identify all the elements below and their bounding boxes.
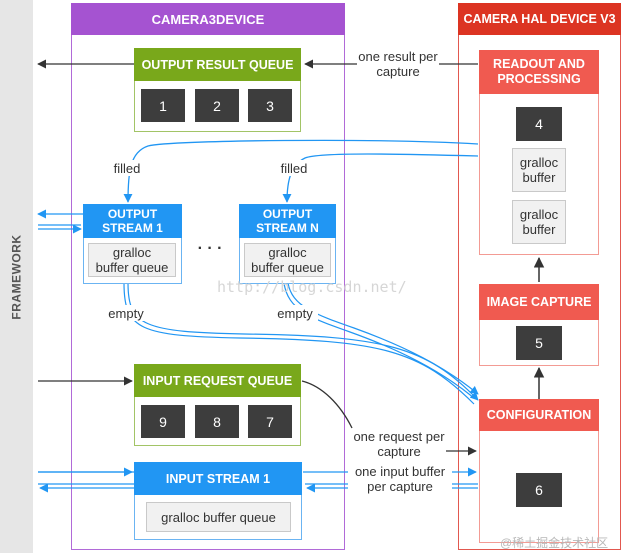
readout-gralloc-buffer-2: gralloc buffer [512, 200, 566, 244]
readout-title-line1: READOUT AND [493, 57, 585, 71]
label-one-request: one request per capture [352, 428, 446, 460]
label-one-result: one result per capture [357, 48, 439, 80]
label-one-input-buffer: one input buffer per capture [348, 463, 452, 495]
input-stream-1-title: INPUT STREAM 1 [134, 462, 302, 495]
watermark-corner: @稀土掘金技术社区 [500, 536, 609, 550]
result-item-1: 1 [141, 89, 185, 122]
capture-item-5: 5 [516, 326, 562, 360]
output-stream-1-title: OUTPUT STREAM 1 [83, 204, 182, 238]
readout-title-line2: PROCESSING [497, 72, 581, 86]
request-item-7: 7 [248, 405, 292, 438]
output-stream-1-buffer-queue: gralloc buffer queue [88, 243, 176, 277]
readout-item-4: 4 [516, 107, 562, 141]
output-stream-n-title-line1: OUTPUT [262, 207, 313, 221]
request-item-8: 8 [195, 405, 239, 438]
image-capture-title: IMAGE CAPTURE [479, 284, 599, 320]
label-empty-stream-n: empty [272, 305, 318, 321]
output-result-queue-title: OUTPUT RESULT QUEUE [134, 48, 301, 81]
arrow-empty-stream-n-a [283, 282, 475, 399]
camera3device-title: CAMERA3DEVICE [71, 3, 345, 35]
output-stream-1-title-line1: OUTPUT [107, 207, 158, 221]
output-stream-n-title: OUTPUT STREAM N [239, 204, 336, 238]
label-filled-stream-n: filled [271, 160, 317, 176]
watermark-url: http://blog.csdn.net/ [217, 278, 407, 296]
hal-title: CAMERA HAL DEVICE V3 [458, 3, 621, 35]
input-stream-1-buffer-queue: gralloc buffer queue [146, 502, 291, 532]
arrow-empty-stream-n-b [287, 282, 479, 395]
readout-gralloc-buffer-1: gralloc buffer [512, 148, 566, 192]
result-item-2: 2 [195, 89, 239, 122]
line-request-to-label [301, 380, 353, 429]
configuration-title: CONFIGURATION [479, 399, 599, 431]
configuration-item-6: 6 [516, 473, 562, 507]
ellipsis: · · · [197, 239, 223, 257]
result-item-3: 3 [248, 89, 292, 122]
label-filled-stream-1: filled [104, 160, 150, 176]
request-item-9: 9 [141, 405, 185, 438]
output-stream-1-title-line2: STREAM 1 [102, 221, 163, 235]
output-stream-n-buffer-queue: gralloc buffer queue [244, 243, 331, 277]
output-stream-n-title-line2: STREAM N [256, 221, 319, 235]
input-request-queue-title: INPUT REQUEST QUEUE [134, 364, 301, 397]
readout-processing-title: READOUT AND PROCESSING [479, 50, 599, 94]
arrow-filled-stream-n [282, 153, 479, 203]
framework-bar [0, 0, 33, 553]
label-empty-stream-1: empty [103, 305, 149, 321]
